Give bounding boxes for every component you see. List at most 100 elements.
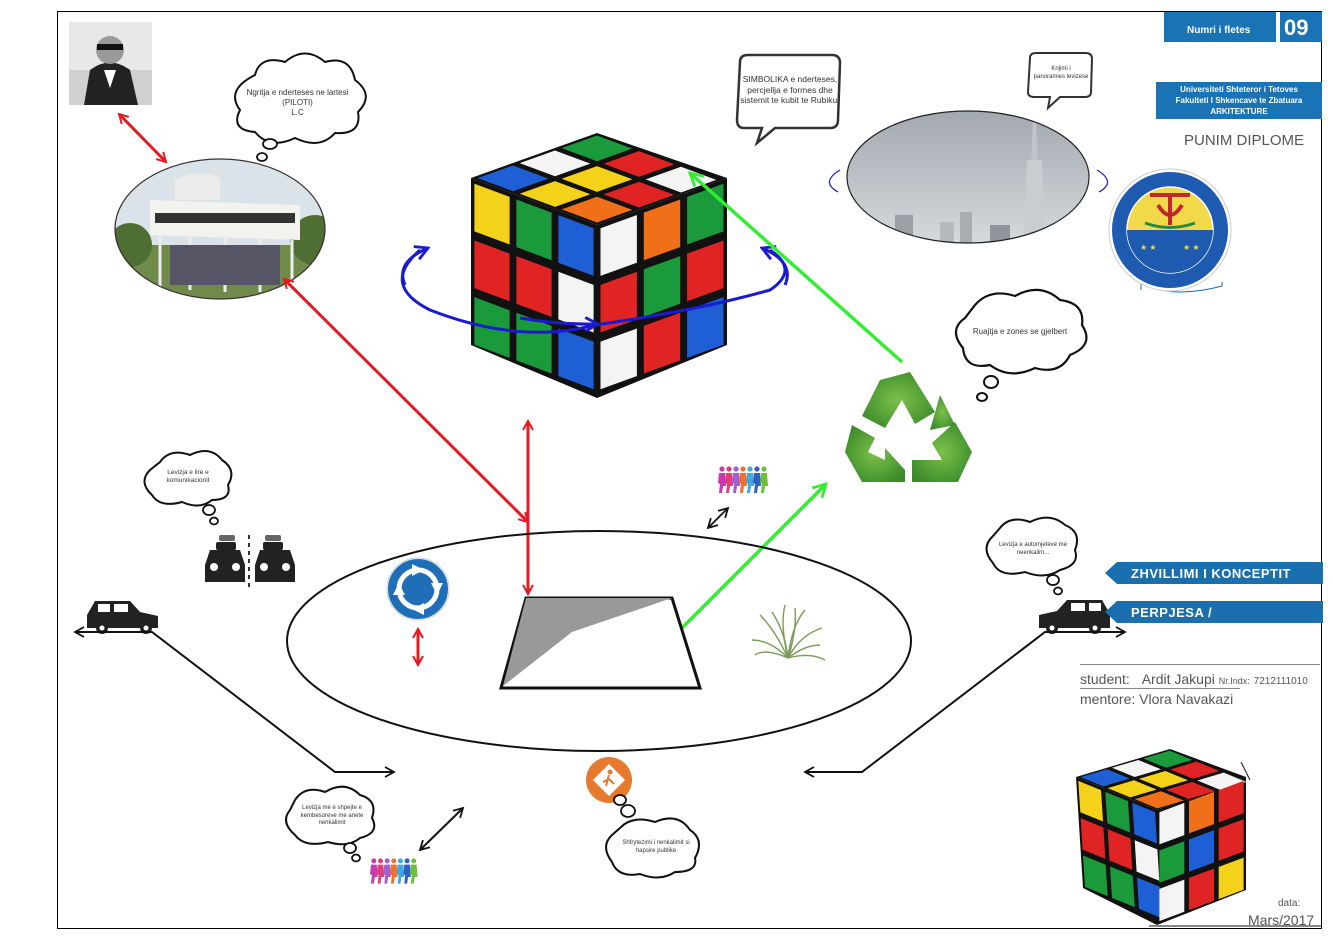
cube-sticker — [687, 240, 724, 302]
mentor-label: mentore: — [1080, 691, 1136, 707]
bubble-line: Shfrytezimi i nenkalimit si — [622, 840, 690, 846]
cube-sticker — [1139, 771, 1188, 788]
path-arrow-left — [73, 626, 396, 778]
thought-bubble-communication — [143, 450, 233, 526]
credits-divider-2 — [1080, 688, 1240, 689]
date-value: Mars/2017 — [1248, 912, 1315, 928]
bubble-text-pedestrian: Levizja me e shpejte e kembesoreve me an… — [288, 805, 376, 828]
person-icon — [761, 466, 767, 472]
cube-sticker — [687, 297, 724, 358]
cube-sticker — [1159, 879, 1185, 922]
cube-sticker — [561, 196, 633, 223]
sheet-label: Numri i fletes — [1187, 25, 1251, 36]
cube-sticker — [1083, 855, 1108, 897]
date-label: data: — [1278, 898, 1301, 909]
index-label: Nr.Indx: — [1218, 676, 1250, 686]
cube-sticker — [1189, 868, 1214, 911]
university-header: Universiteti Shteteror i Tetoves Fakulte… — [1156, 82, 1322, 119]
cube-sticker — [643, 199, 681, 261]
cube-sticker — [1189, 791, 1214, 834]
person-icon — [370, 864, 378, 884]
green-arrow-to-cube — [690, 173, 904, 364]
cube-sticker — [600, 215, 637, 276]
person-icon — [371, 858, 377, 864]
student-name: Ardit Jakupi — [1141, 671, 1215, 687]
drawing-sheet-frame — [57, 11, 1322, 929]
cube-sticker — [519, 181, 591, 207]
banner-concept: ZHVILLIMI I KONCEPTIT — [1105, 562, 1323, 584]
cube-sticker — [1110, 866, 1135, 908]
cube-sticker — [474, 183, 510, 245]
recycle-icon — [845, 372, 972, 482]
cube-sticker — [558, 328, 594, 390]
black-double-arrow-people-top — [706, 506, 730, 530]
bubble-line: hapsire publike — [635, 847, 677, 854]
rubik-cube-large — [471, 133, 727, 398]
svg-text:★ ★: ★ ★ — [1140, 243, 1157, 252]
bubble-line: Krijimi i — [1051, 66, 1071, 72]
bubble-line: SIMBOLIKA e nderteses, — [742, 74, 838, 84]
bubble-line: Levizja e automjeteve me — [998, 542, 1068, 548]
cube-sticker — [477, 165, 549, 192]
cube-sticker — [1107, 780, 1157, 798]
person-icon — [378, 858, 383, 864]
car-icon-right — [1039, 600, 1110, 634]
thought-bubble-car-access — [985, 516, 1078, 596]
rubik-cube-small — [1076, 749, 1247, 925]
sheet-label-box: Numri i fletes — [1166, 12, 1276, 42]
bubble-line: nenkalimit — [318, 820, 346, 826]
university-line-2: Fakulteti I Shkencave te Zbatuara — [1175, 96, 1303, 105]
cube-sticker — [1080, 818, 1106, 859]
cube-sticker — [603, 151, 675, 177]
person-icon — [390, 864, 398, 884]
pedestrians-group-icon — [718, 466, 768, 493]
thought-bubble-greenery — [954, 288, 1088, 402]
cube-sticker — [600, 328, 637, 390]
red-arrow-villa-to-site — [284, 279, 528, 522]
person-icon — [409, 864, 418, 884]
thought-bubble-pilotis — [234, 52, 367, 162]
bubble-line: percjellja e formes dhe — [747, 84, 833, 95]
bubble-line: neenkalim... — [1016, 549, 1050, 556]
cube-sticker — [643, 312, 681, 374]
bubble-line: L.C — [291, 108, 304, 117]
black-double-arrow-people-bottom — [418, 806, 465, 852]
person-icon — [719, 466, 725, 472]
university-line-1: Universiteti Shteteror i Tetoves — [1180, 85, 1298, 94]
cube-sticker — [1166, 782, 1215, 799]
cube-sticker — [1137, 877, 1162, 919]
bubble-line: Levizja e lire e — [167, 469, 209, 476]
person-icon — [384, 858, 390, 864]
site-building-plan — [499, 596, 703, 690]
cube-sticker — [1132, 802, 1157, 844]
cube-sticker — [643, 256, 681, 317]
svg-text:★ ★: ★ ★ — [1183, 243, 1200, 252]
bubble-text-communication: Levizja e lire e komunikacionit — [148, 469, 228, 485]
bubble-line: Ruajtja e zones se gjelbert — [972, 327, 1068, 336]
villa-savoye-image — [114, 158, 326, 300]
cube-sticker — [516, 199, 552, 261]
bubble-line: komunikacionit — [166, 477, 210, 485]
cube-sticker — [1134, 840, 1160, 881]
person-icon — [739, 473, 747, 493]
cube-sticker — [1159, 802, 1185, 845]
person-icon — [376, 864, 385, 884]
student-line: student: Ardit Jakupi Nr.Indx: 721211101… — [1080, 671, 1308, 687]
person-icon — [754, 466, 760, 472]
person-icon — [753, 473, 761, 493]
cube-sticker — [687, 183, 724, 245]
speech-bubble-symbolism — [735, 53, 842, 147]
person-icon — [718, 473, 726, 493]
person-icon — [760, 473, 768, 493]
credits-divider — [1080, 664, 1320, 665]
university-line-3: ARKITEKTURE — [1210, 107, 1268, 116]
bubble-text-panorama: Krijimi i panoramies levizese — [1030, 66, 1092, 81]
cube-sticker — [1112, 760, 1161, 777]
bubble-line: panoramies levizese — [1033, 73, 1089, 80]
cube-sticker — [1218, 780, 1244, 823]
person-icon — [397, 858, 403, 864]
bubble-text-greenery: Ruajtja e zones se gjelbert — [965, 327, 1075, 337]
bubble-line: (PILOTI) — [282, 98, 313, 107]
cube-sticker — [561, 166, 633, 192]
